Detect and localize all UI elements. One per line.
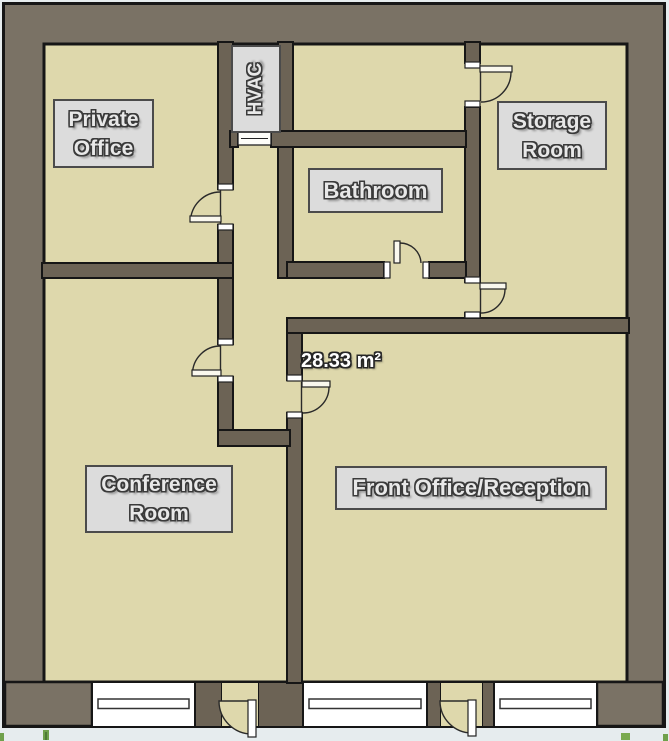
door-jamb xyxy=(217,338,234,346)
wall xyxy=(464,41,481,64)
hvac-vent xyxy=(237,131,272,146)
wall-pier xyxy=(257,681,304,728)
door-jamb xyxy=(464,100,481,108)
room-label-storage-room: Storage Room xyxy=(497,101,607,170)
room-label-bathroom: Bathroom xyxy=(308,168,443,213)
wall-pier xyxy=(194,681,223,728)
door-swing-arc xyxy=(439,700,473,734)
wall xyxy=(464,106,481,283)
door-jamb xyxy=(422,261,430,279)
wall xyxy=(217,224,234,345)
interior-walls xyxy=(41,41,630,684)
door-swing-arc xyxy=(218,700,253,735)
room-name: HVAC xyxy=(245,62,266,116)
area-measurement-label: 28.33 m² xyxy=(285,348,397,374)
room-label-hvac: HVAC xyxy=(231,45,281,133)
plant-mark xyxy=(621,733,630,740)
bottom-right-corner-block xyxy=(595,680,665,728)
wall xyxy=(270,130,467,148)
plant-mark xyxy=(45,732,47,740)
door-leaf xyxy=(479,65,513,73)
wall xyxy=(286,317,630,334)
door-leaf xyxy=(247,699,257,738)
door-swing-arc xyxy=(302,386,330,414)
door-jamb xyxy=(383,261,391,279)
door-leaf xyxy=(393,240,401,264)
wall-pier xyxy=(481,681,495,728)
door-jamb xyxy=(286,411,303,419)
door-jamb xyxy=(217,183,234,191)
wall-pier xyxy=(426,681,442,728)
door-swing-arc xyxy=(399,242,422,264)
area-value: 28.33 m² xyxy=(300,349,382,372)
vegetation-marks xyxy=(0,730,668,741)
door-jamb xyxy=(464,311,481,319)
door-swing-arc xyxy=(480,288,506,314)
bottom-left-corner-block xyxy=(3,680,94,728)
wall xyxy=(217,429,291,447)
room-label-private-office: Private Office xyxy=(53,99,154,168)
window-frame xyxy=(97,698,190,710)
door-leaf xyxy=(189,215,222,223)
door-jamb xyxy=(464,276,481,284)
interior-doors xyxy=(189,65,513,414)
window-frame xyxy=(499,698,592,710)
door-swing-arc xyxy=(480,71,512,103)
room-name: Storage Room xyxy=(512,109,592,162)
window-frame xyxy=(308,698,422,710)
wall xyxy=(277,41,294,279)
room-name: Front Office/Reception xyxy=(352,475,590,500)
room-name: Private Office xyxy=(68,107,139,160)
wall xyxy=(428,261,467,279)
wall xyxy=(229,130,239,148)
door-leaf xyxy=(467,699,477,737)
wall xyxy=(286,412,303,684)
door-leaf xyxy=(479,282,507,290)
plant-mark xyxy=(663,734,668,741)
wall xyxy=(286,261,385,279)
room-label-conference-room: Conference Room xyxy=(85,465,233,533)
exterior-doors xyxy=(218,683,482,738)
room-name: Bathroom xyxy=(323,177,428,203)
door-leaf xyxy=(301,380,331,388)
door-leaf xyxy=(191,369,222,377)
door-jamb xyxy=(286,374,303,382)
room-label-front-office: Front Office/Reception xyxy=(335,466,607,510)
door-jamb xyxy=(464,61,481,69)
door-jamb xyxy=(217,375,234,383)
plant-mark xyxy=(0,733,4,741)
room-name: Conference Room xyxy=(101,473,217,525)
door-jambs xyxy=(217,61,481,419)
wall xyxy=(41,262,234,279)
door-jamb xyxy=(217,223,234,231)
windows xyxy=(91,681,598,728)
